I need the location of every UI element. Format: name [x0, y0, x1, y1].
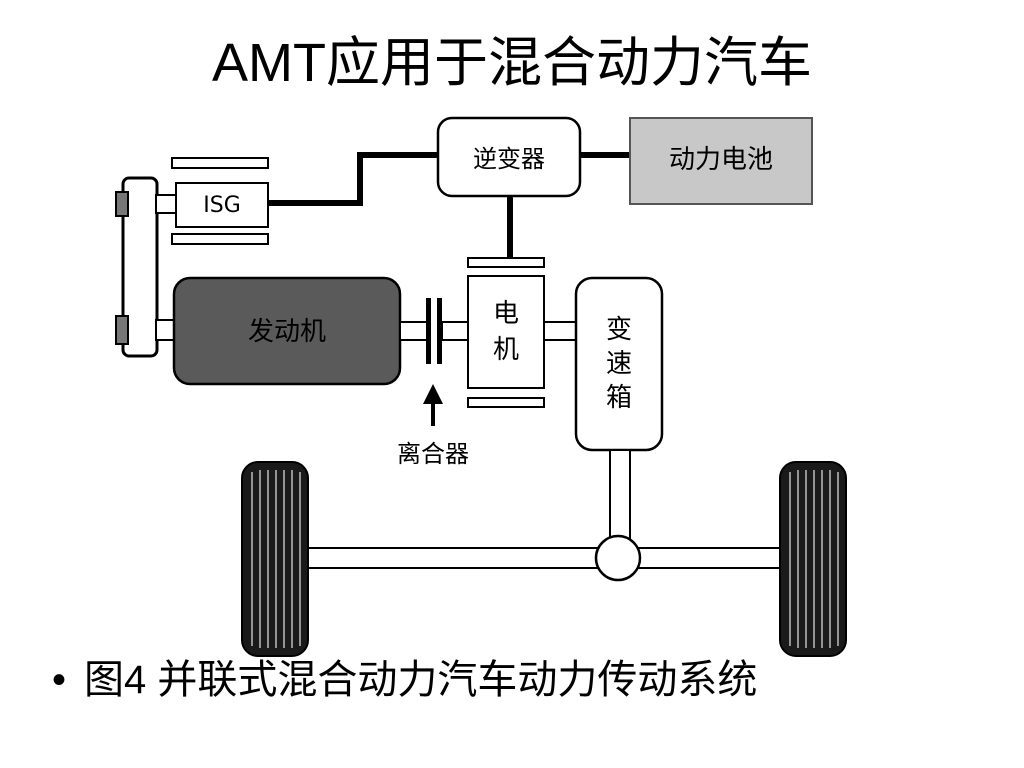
- motor-top-plate: [467, 257, 545, 268]
- engine-label: 发动机: [248, 317, 326, 347]
- right-tire: [779, 461, 847, 657]
- motor-gearbox-shaft: [543, 321, 577, 341]
- belt-loop: [121, 176, 159, 358]
- engine-output-shaft: [399, 321, 429, 341]
- drive-shaft: [609, 449, 631, 541]
- motor-box: [467, 275, 545, 389]
- clutch-motor-shaft: [441, 321, 469, 341]
- clutch-label: 离合器: [397, 440, 469, 468]
- motor-bottom-plate: [467, 397, 545, 408]
- clutch-plate-left: [426, 298, 431, 364]
- battery-label: 动力电池: [669, 145, 773, 175]
- inverter-box: [436, 116, 582, 198]
- differential: [594, 534, 642, 582]
- slide-title: AMT应用于混合动力汽车: [212, 33, 812, 93]
- clutch-plate-right: [437, 298, 442, 364]
- isg-shaft: [155, 194, 177, 214]
- inverter-label: 逆变器: [473, 145, 545, 173]
- lower-pulley: [115, 315, 129, 345]
- isg-label: ISG: [203, 193, 241, 218]
- rear-axle: [307, 547, 781, 569]
- battery-box: [629, 117, 813, 205]
- isg-bottom-plate: [171, 233, 269, 245]
- clutch-arrow-head: [423, 384, 443, 404]
- caption-text: 图4 并联式混合动力汽车动力传动系统: [84, 658, 758, 702]
- left-tire: [241, 461, 309, 657]
- gearbox-label-line1: 变: [606, 315, 632, 345]
- gearbox-label-line3: 箱: [606, 383, 632, 413]
- isg-top-plate: [171, 157, 269, 169]
- upper-pulley: [115, 191, 129, 217]
- figure-caption: • 图4 并联式混合动力汽车动力传动系统: [52, 652, 757, 708]
- bullet-marker: •: [52, 658, 67, 702]
- isg-inverter-wire: [268, 152, 438, 206]
- gearbox-label-line2: 速: [606, 349, 632, 379]
- motor-label-line1: 电: [493, 299, 519, 329]
- motor-label-line2: 机: [493, 335, 519, 365]
